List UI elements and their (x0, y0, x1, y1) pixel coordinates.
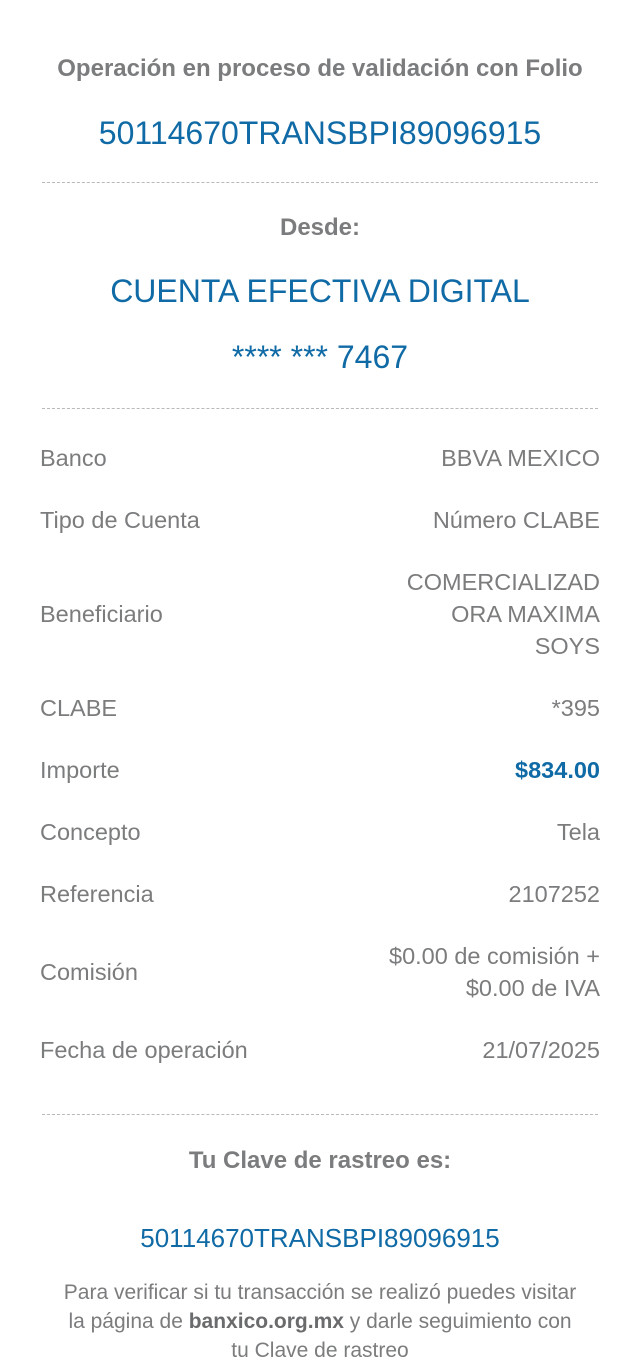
detail-row-tipo-cuenta: Tipo de Cuenta Número CLABE (40, 489, 600, 551)
tracking-label: Tu Clave de rastreo es: (188, 1147, 452, 1174)
detail-label: Fecha de operación (40, 1037, 248, 1063)
detail-label: Tipo de Cuenta (40, 507, 200, 533)
info-text: y darle seguimiento con tu Clave de rast… (231, 1310, 572, 1362)
detail-value: BBVA MEXICO (441, 442, 600, 474)
detail-value-line: Tela (556, 819, 600, 845)
detail-label: Importe (40, 757, 120, 783)
tracking-code[interactable]: 50114670TRANSBPI89096915 (140, 1223, 500, 1253)
verification-info: Para verificar si tu transacción se real… (0, 1278, 640, 1365)
detail-row-clabe: CLABE *395 (40, 677, 600, 739)
detail-row-comision: Comisión $0.00 de comisión + $0.00 de IV… (40, 925, 600, 1019)
detail-row-banco: Banco BBVA MEXICO (40, 427, 600, 489)
detail-label: CLABE (40, 695, 118, 721)
detail-row-concepto: Concepto Tela (40, 801, 600, 863)
detail-value-line: ORA MAXIMA (451, 601, 600, 627)
operation-status-title: Operación en proceso de validación con F… (57, 55, 583, 82)
source-label: Desde: (279, 214, 361, 241)
source-account-mask: **** *** 7467 (231, 339, 409, 375)
detail-value-line: *395 (551, 695, 600, 721)
divider (42, 182, 598, 183)
detail-value-line: 2107252 (508, 881, 601, 907)
detail-value-line: COMERCIALIZAD (406, 569, 600, 595)
info-text: Para verificar si tu transacción se real… (63, 1281, 577, 1333)
detail-value-line: $834.00 (515, 757, 600, 783)
detail-label: Beneficiario (40, 601, 163, 627)
detail-label: Referencia (40, 881, 154, 907)
divider (42, 408, 598, 409)
detail-label: Concepto (40, 819, 141, 845)
banxico-link[interactable]: banxico.org.mx (188, 1310, 344, 1333)
detail-value: $0.00 de comisión + $0.00 de IVA (389, 940, 600, 1004)
detail-label: Banco (40, 445, 107, 471)
transfer-details: Banco BBVA MEXICO Tipo de Cuenta Número … (40, 427, 600, 1081)
detail-row-importe: Importe $834.00 (40, 739, 600, 801)
folio-number: 50114670TRANSBPI89096915 (98, 115, 542, 151)
detail-value: COMERCIALIZAD ORA MAXIMA SOYS (407, 566, 600, 662)
detail-value: Número CLABE (433, 504, 600, 536)
amount-value: $834.00 (515, 754, 600, 786)
detail-value: 21/07/2025 (482, 1034, 600, 1066)
detail-value-line: $0.00 de IVA (465, 975, 600, 1001)
detail-value-line: BBVA MEXICO (441, 445, 600, 471)
detail-value: *395 (552, 692, 600, 724)
detail-value: 2107252 (509, 878, 601, 910)
source-account-name: CUENTA EFECTIVA DIGITAL (110, 273, 530, 309)
detail-row-beneficiario: Beneficiario COMERCIALIZAD ORA MAXIMA SO… (40, 551, 600, 677)
detail-value: Tela (557, 816, 600, 848)
detail-row-fecha: Fecha de operación 21/07/2025 (40, 1019, 600, 1081)
detail-value-line: $0.00 de comisión + (389, 943, 600, 969)
divider (42, 1114, 598, 1115)
detail-value-line: 21/07/2025 (482, 1037, 600, 1063)
detail-value-line: Número CLABE (432, 507, 600, 533)
detail-label: Comisión (40, 959, 138, 985)
detail-value-line: SOYS (534, 633, 600, 659)
detail-row-referencia: Referencia 2107252 (40, 863, 600, 925)
